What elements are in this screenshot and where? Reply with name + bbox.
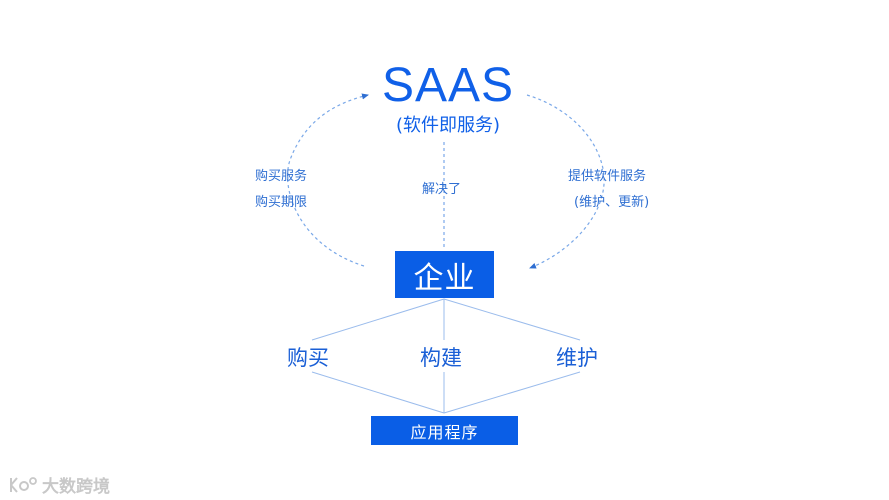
line-maint-app — [443, 371, 581, 414]
watermark: 大数跨境 — [8, 472, 110, 497]
watermark-text: 大数跨境 — [42, 477, 110, 497]
label-solved: 解决了 — [422, 182, 462, 197]
enterprise-box: 企业 — [395, 251, 494, 298]
line-enterprise-maint — [443, 298, 581, 341]
activity-buy: 购买 — [287, 346, 329, 370]
line-buy-app — [311, 371, 445, 414]
activity-build: 构建 — [420, 346, 462, 370]
left-arc-arrow — [286, 93, 369, 267]
label-buy-service: 购买服务 — [255, 169, 308, 184]
application-box: 应用程序 — [371, 416, 518, 445]
activity-maintain: 维护 — [556, 346, 598, 370]
line-enterprise-buy — [311, 298, 445, 341]
label-provide-service: 提供软件服务 — [568, 169, 647, 184]
label-buy-period: 购买期限 — [255, 195, 308, 210]
saas-title: SAAS — [381, 59, 515, 112]
saas-subtitle: (软件即服务) — [395, 115, 501, 136]
watermark-logo-icon — [10, 476, 37, 493]
label-maintain-update: (维护、更新) — [574, 195, 650, 210]
